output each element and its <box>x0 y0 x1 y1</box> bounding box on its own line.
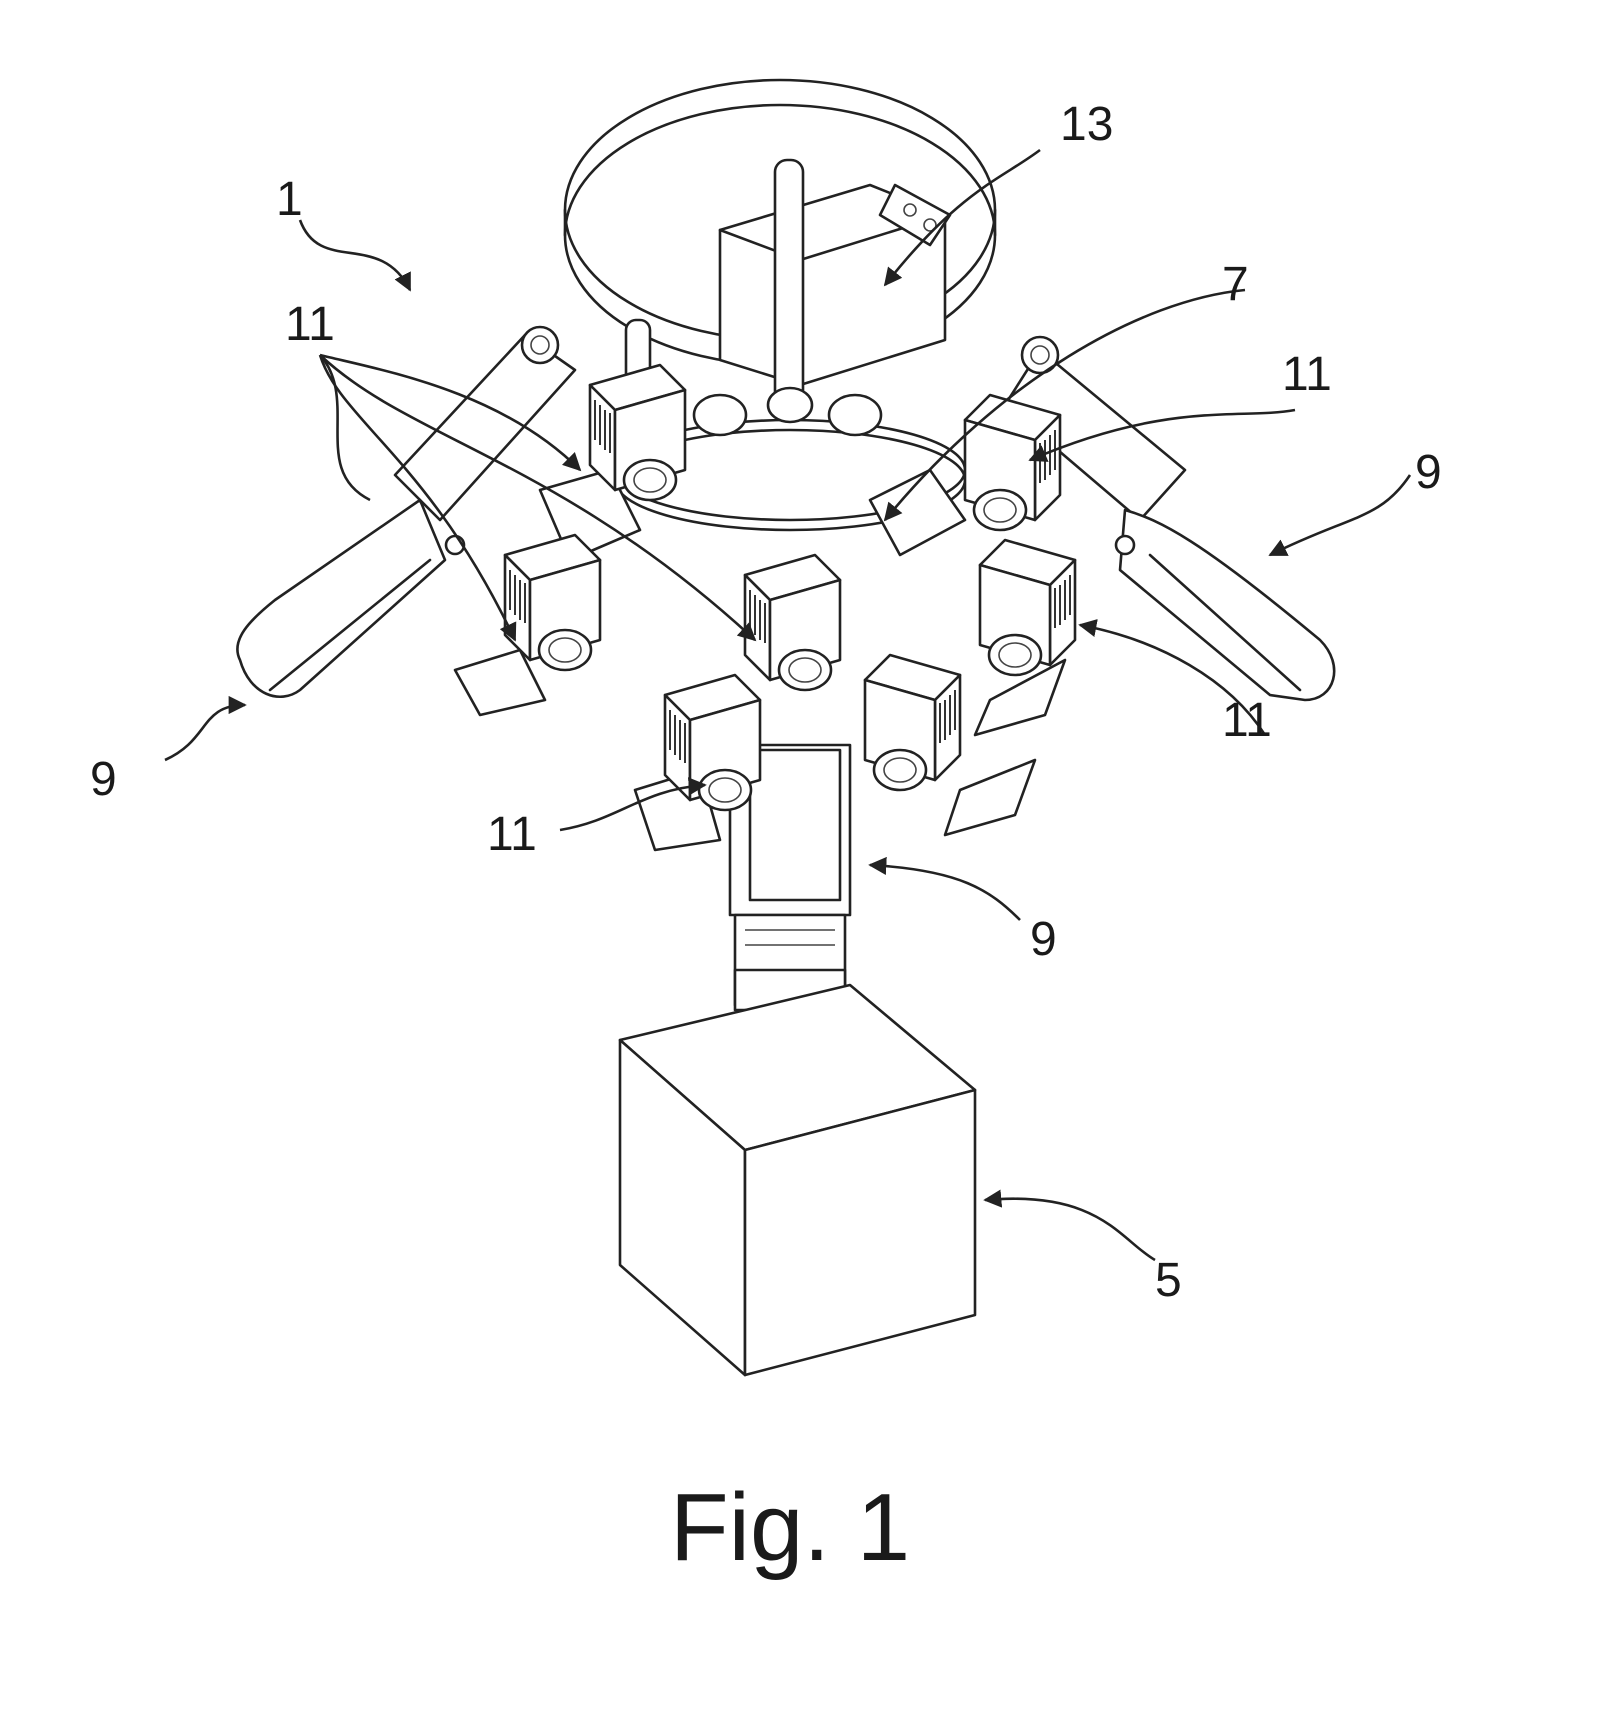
camera-center <box>743 553 842 692</box>
camera-upper-left <box>588 363 687 502</box>
camera-upper-right <box>963 393 1062 532</box>
leader-lines <box>164 148 1412 1262</box>
ref-11-camera-right-upper: 11 <box>1282 348 1332 401</box>
ref-1-apparatus: 1 <box>276 173 303 226</box>
ref-9-arm-right: 9 <box>1415 446 1442 499</box>
ref-9-arm-left: 9 <box>90 753 117 806</box>
reference-numerals: 1 13 11 7 11 9 11 9 11 9 5 <box>90 98 1442 1307</box>
ref-5-base-box: 5 <box>1155 1254 1182 1307</box>
ref-11-cameras-group: 11 <box>285 298 335 351</box>
ref-7-hub: 7 <box>1222 258 1249 311</box>
ref-13-top-unit: 13 <box>1060 98 1113 151</box>
camera-mid-left <box>503 533 602 672</box>
base-box <box>618 983 977 1377</box>
ref-11-camera-bottom: 11 <box>487 808 537 861</box>
camera-right-lower <box>978 538 1077 677</box>
ref-11-camera-right-lower: 11 <box>1222 694 1272 747</box>
arm-left <box>236 325 577 699</box>
ref-9-arm-bottom: 9 <box>1030 913 1057 966</box>
top-unit-box <box>718 183 952 387</box>
figure-caption: Fig. 1 <box>670 1474 910 1581</box>
camera-bottom-right <box>863 653 962 792</box>
